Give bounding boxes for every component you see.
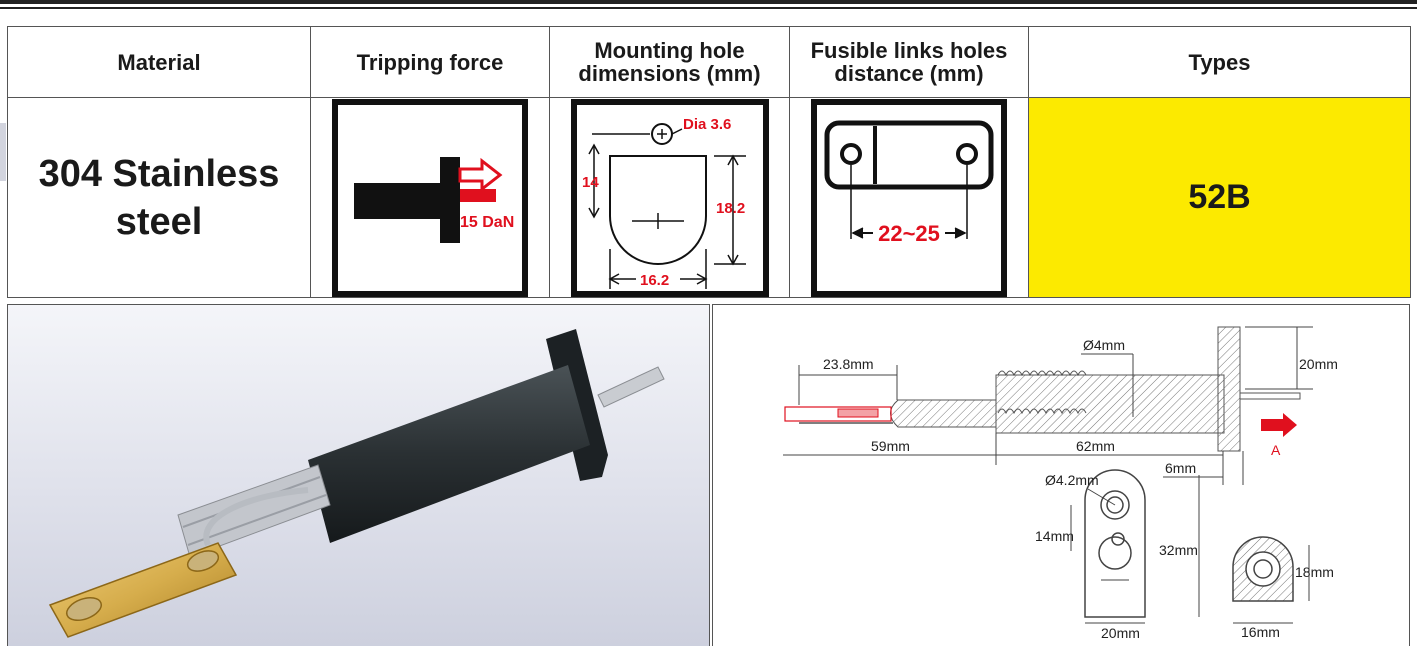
dim-section-height-label: 18mm [1295, 564, 1334, 580]
dim-hole-label: Ø4.2mm [1045, 472, 1099, 488]
dim-plate-width-label: 20mm [1101, 625, 1140, 641]
side-marker [0, 123, 6, 181]
cell-material: 304 Stainless steel [7, 97, 311, 298]
cell-mounting-hole: Dia 3.6 14 18.2 16.2 [549, 97, 790, 298]
dim-left-length-label: 59mm [871, 438, 910, 454]
dim-section-width-label: 16mm [1241, 624, 1280, 640]
dim-flange-thickness-label: 6mm [1165, 460, 1196, 476]
header-mounting-line2: dimensions (mm) [578, 61, 761, 86]
material-line1: 304 Stainless [38, 152, 280, 195]
spec-value-row: 304 Stainless steel 15 DaN Dia 3.6 [7, 97, 1411, 298]
tripping-force-label: 15 DaN [460, 214, 514, 231]
header-fusible-links: Fusible links holes distance (mm) [789, 26, 1029, 98]
technical-drawing: A Ø4mm 20mm 23.8mm 59mm 62mm 6mm Ø4.2mm … [783, 326, 1338, 641]
spec-table: Material Tripping force Mounting hole di… [7, 26, 1411, 298]
dim-flange-label: 20mm [1299, 356, 1338, 372]
dim-body-length-label: 62mm [1076, 438, 1115, 454]
header-types: Types [1028, 26, 1411, 98]
dim-plate-height-label: 32mm [1159, 542, 1198, 558]
top-rule-thin [0, 7, 1417, 9]
header-tripping-force: Tripping force [310, 26, 550, 98]
dim-hole-spacing-label: 14mm [1035, 528, 1074, 544]
cell-type: 52B [1028, 97, 1411, 298]
material-line2: steel [115, 200, 203, 243]
mounting-dia-label: Dia 3.6 [683, 116, 731, 133]
cell-tripping-force: 15 DaN [310, 97, 550, 298]
force-arrow-icon [458, 157, 503, 192]
mounting-height-label: 14 [582, 174, 599, 191]
dim-bore-label: Ø4mm [1083, 337, 1125, 353]
mounting-hole-diagram: Dia 3.6 14 18.2 16.2 [570, 98, 769, 297]
header-fusible-line1: Fusible links holes [810, 38, 1008, 63]
dim-tail-label: 23.8mm [823, 356, 874, 372]
header-mounting-hole: Mounting hole dimensions (mm) [549, 26, 790, 98]
technical-drawing-panel: A Ø4mm 20mm 23.8mm 59mm 62mm 6mm Ø4.2mm … [712, 304, 1410, 646]
product-photo-panel [7, 304, 710, 646]
tripping-force-diagram: 15 DaN [332, 98, 528, 297]
header-material: Material [7, 26, 311, 98]
top-rule [0, 0, 1417, 4]
cell-fusible-links: 22~25 [789, 97, 1029, 298]
arrow-label-a: A [1271, 442, 1281, 458]
header-mounting-line1: Mounting hole [594, 38, 745, 63]
mounting-width-label: 16.2 [640, 272, 669, 289]
fusible-links-diagram: 22~25 [811, 98, 1007, 297]
fusible-distance-label: 22~25 [878, 221, 940, 246]
product-photo [48, 329, 665, 638]
spec-header-row: Material Tripping force Mounting hole di… [7, 26, 1411, 98]
header-fusible-line2: distance (mm) [834, 61, 984, 86]
mounting-total-height-label: 18.2 [716, 200, 745, 217]
